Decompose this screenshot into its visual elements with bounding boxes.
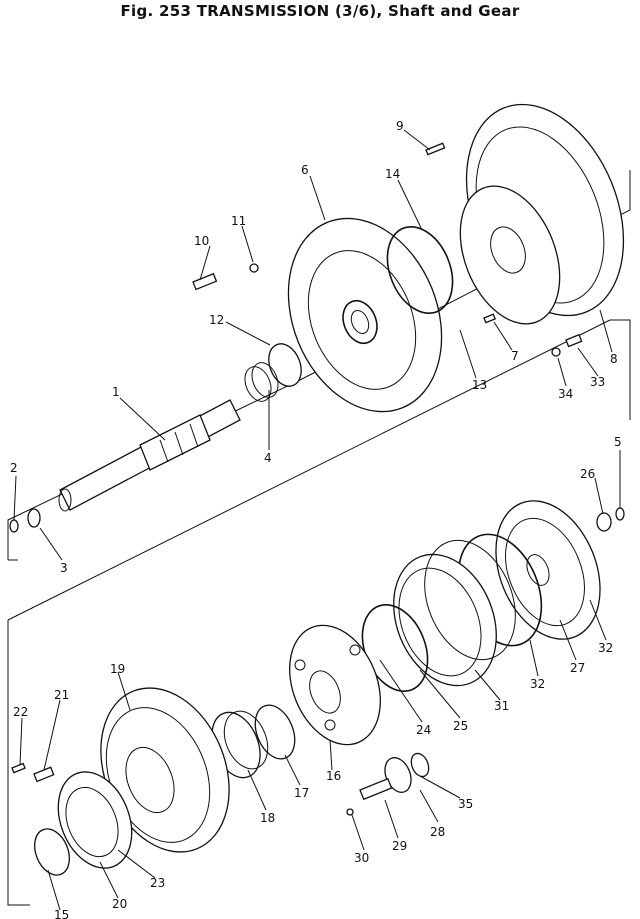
seal-ring-set <box>244 343 302 402</box>
bolt <box>192 272 218 291</box>
flange-plate <box>287 217 443 413</box>
callout-22: 22 <box>13 705 28 719</box>
sleeve <box>254 704 296 760</box>
assembly-frame-lines <box>7 170 631 906</box>
callout-24: 24 <box>416 723 431 737</box>
washer-small <box>551 347 561 357</box>
callout-32a: 32 <box>530 677 545 691</box>
callout-15: 15 <box>54 908 69 919</box>
large-gear <box>100 687 230 853</box>
callout-32b: 32 <box>598 641 613 655</box>
callout-6: 6 <box>301 163 309 177</box>
callout-20: 20 <box>112 897 127 911</box>
figure-title: Fig. 253 TRANSMISSION (3/6), Shaft and G… <box>120 2 520 20</box>
callout-1: 1 <box>112 385 120 399</box>
callout-31: 31 <box>494 699 509 713</box>
small-ball <box>346 808 354 816</box>
callout-11: 11 <box>231 214 246 228</box>
retainer-inner <box>65 786 119 858</box>
internal-gear-drum <box>393 539 516 687</box>
pin <box>425 142 446 156</box>
callout-21: 21 <box>54 688 69 702</box>
callout-14: 14 <box>385 167 400 181</box>
washer <box>249 263 259 273</box>
ring-gear-carrier <box>495 500 601 640</box>
callout-30: 30 <box>354 851 369 865</box>
callout-13: 13 <box>472 378 487 392</box>
callout-3: 3 <box>60 561 68 575</box>
callout-34: 34 <box>558 387 573 401</box>
bearing <box>596 512 612 532</box>
callout-29: 29 <box>392 839 407 853</box>
snap-ring <box>9 519 19 533</box>
callout-35: 35 <box>458 797 473 811</box>
o-ring-large <box>386 225 454 315</box>
callout-26: 26 <box>580 467 595 481</box>
bolt-small <box>565 333 583 348</box>
callout-33: 33 <box>590 375 605 389</box>
callout-18: 18 <box>260 811 275 825</box>
planet-carrier <box>289 624 381 746</box>
callout-10: 10 <box>194 234 209 248</box>
main-shaft <box>58 399 241 512</box>
callout-8: 8 <box>610 352 618 366</box>
callout-23: 23 <box>150 876 165 890</box>
callout-19: 19 <box>110 662 125 676</box>
callout-5: 5 <box>614 435 622 449</box>
leader-lines <box>13 129 621 911</box>
callout-12: 12 <box>209 313 224 327</box>
small-bolt <box>11 762 26 774</box>
callout-9: 9 <box>396 119 404 133</box>
housing-cover <box>459 103 625 325</box>
callout-28: 28 <box>430 825 445 839</box>
dowel-pin <box>483 313 496 324</box>
callout-16: 16 <box>326 769 341 783</box>
callout-labels: 1 2 3 4 5 6 7 8 9 10 11 12 13 14 15 16 1… <box>10 119 622 919</box>
callout-25: 25 <box>453 719 468 733</box>
lock-plate <box>33 766 55 783</box>
callout-17: 17 <box>294 786 309 800</box>
callout-2: 2 <box>10 461 18 475</box>
snap-ring-right <box>615 507 625 521</box>
idler-gear-shaft <box>359 752 430 801</box>
callout-7: 7 <box>511 349 519 363</box>
callout-4: 4 <box>264 451 272 465</box>
callout-27: 27 <box>570 661 585 675</box>
oil-seal <box>34 828 70 876</box>
bushing <box>27 508 41 528</box>
